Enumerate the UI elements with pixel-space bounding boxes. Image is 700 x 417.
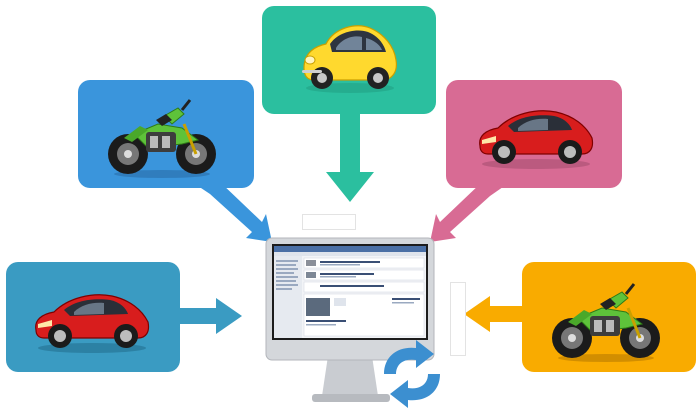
panel-strip xyxy=(450,282,466,356)
panel-strip xyxy=(302,214,356,230)
screen-app xyxy=(274,246,426,338)
arrow-right xyxy=(464,296,532,332)
arrow-top-left xyxy=(192,182,272,242)
computer-monitor-icon xyxy=(265,237,435,402)
beetle-car-icon xyxy=(302,25,397,93)
arrow-left xyxy=(170,298,242,334)
motorcycle-icon xyxy=(552,283,660,362)
motorcycle-icon xyxy=(108,99,216,178)
sync-arrows-icon xyxy=(384,340,440,408)
sports-car-icon xyxy=(479,110,594,169)
arrow-top xyxy=(326,112,374,202)
arrow-top-right xyxy=(430,182,510,242)
sports-car-icon xyxy=(35,294,150,353)
